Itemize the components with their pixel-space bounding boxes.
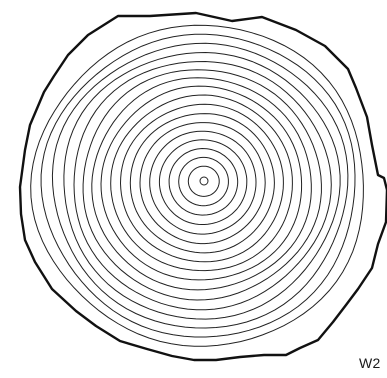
pith-circle (200, 177, 208, 185)
growth-ring-14 (64, 53, 340, 320)
growth-ring-7 (130, 114, 274, 253)
growth-ring-16 (41, 34, 355, 337)
growth-ring-10 (101, 86, 302, 280)
pith-center (200, 177, 208, 185)
growth-rings (31, 25, 364, 346)
figure-label: W2 (359, 355, 381, 371)
growth-ring-8 (121, 104, 284, 262)
growth-ring-4 (159, 140, 246, 225)
growth-ring-3 (169, 149, 238, 216)
growth-ring-17 (31, 25, 364, 346)
growth-ring-2 (179, 157, 229, 205)
growth-ring-1 (188, 166, 219, 196)
growth-ring-5 (150, 131, 256, 234)
log-cross-section-outline (20, 13, 387, 360)
